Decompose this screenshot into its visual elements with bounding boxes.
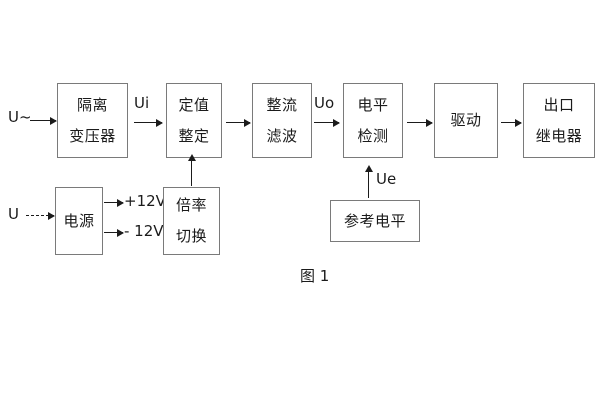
block-drive: 驱动 bbox=[434, 83, 498, 158]
arrow-rectify-to-level-detection bbox=[314, 118, 340, 127]
block-rectify-filter-line1: 整流 bbox=[266, 95, 298, 114]
block-setting-value-line1: 定值 bbox=[178, 95, 210, 114]
input-label-ac: U~ bbox=[8, 108, 32, 126]
arrow-dc-to-power-supply bbox=[26, 211, 55, 220]
block-isolation-transformer-line1: 隔离 bbox=[76, 95, 108, 114]
signal-label-ui: Ui bbox=[134, 94, 150, 112]
block-level-detection-line1: 电平 bbox=[357, 95, 389, 114]
block-isolation-transformer: 隔离 变压器 bbox=[57, 83, 128, 158]
block-rectify-filter-line2: 滤波 bbox=[266, 126, 298, 145]
block-rectify-filter: 整流 滤波 bbox=[252, 83, 312, 158]
block-multiplier-switch-line2: 切换 bbox=[175, 227, 207, 245]
signal-label-positive-rail: +12V bbox=[124, 192, 166, 210]
figure-caption: 图 1 bbox=[300, 267, 330, 285]
block-output-relay-line2: 继电器 bbox=[535, 126, 583, 145]
block-reference-level: 参考电平 bbox=[330, 200, 420, 242]
block-setting-value: 定值 整定 bbox=[166, 83, 222, 158]
arrow-positive-rail bbox=[104, 198, 124, 207]
block-reference-level-line1: 参考电平 bbox=[343, 211, 406, 230]
arrow-ac-to-isolation-transformer bbox=[30, 116, 57, 125]
signal-label-ue: Ue bbox=[376, 170, 397, 188]
block-power-supply: 电源 bbox=[55, 187, 103, 255]
arrow-drive-to-output-relay bbox=[501, 118, 522, 127]
block-drive-line1: 驱动 bbox=[450, 111, 482, 129]
arrow-multiplier-switch-to-setting bbox=[187, 154, 196, 186]
arrow-negative-rail bbox=[104, 228, 124, 237]
signal-label-uo: Uo bbox=[314, 94, 335, 112]
block-output-relay: 出口 继电器 bbox=[523, 83, 595, 158]
input-label-dc: U bbox=[8, 205, 19, 223]
arrow-setting-to-rectify bbox=[226, 118, 251, 127]
block-multiplier-switch-line1: 倍率 bbox=[175, 196, 207, 214]
block-setting-value-line2: 整定 bbox=[178, 126, 210, 145]
block-power-supply-line1: 电源 bbox=[63, 211, 95, 230]
arrow-isolation-to-setting bbox=[134, 118, 163, 127]
block-level-detection: 电平 检测 bbox=[343, 83, 403, 158]
block-output-relay-line1: 出口 bbox=[543, 95, 575, 114]
arrow-level-detection-to-drive bbox=[407, 118, 433, 127]
signal-label-negative-rail: - 12V bbox=[124, 222, 164, 240]
arrow-reference-level-to-level-detection bbox=[364, 165, 373, 198]
block-isolation-transformer-line2: 变压器 bbox=[69, 126, 116, 145]
block-level-detection-line2: 检测 bbox=[357, 126, 389, 145]
block-multiplier-switch: 倍率 切换 bbox=[163, 187, 220, 255]
